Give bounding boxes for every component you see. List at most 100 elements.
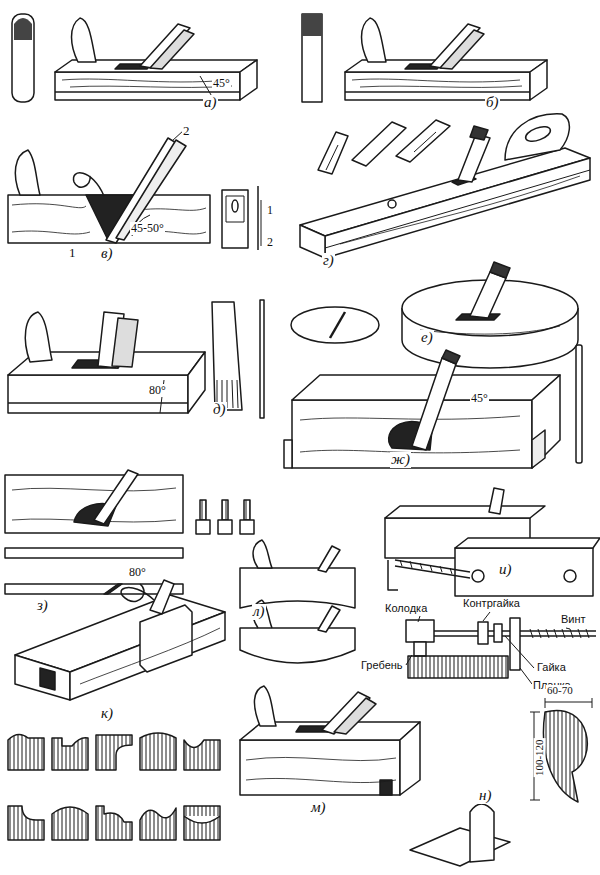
figure-letter: ж)	[390, 452, 411, 468]
plane-i-part	[564, 570, 576, 582]
part-n-part	[530, 698, 592, 800]
part-n	[410, 698, 592, 866]
rebate-plane-zh-part	[442, 350, 460, 364]
fence-detail	[406, 612, 596, 684]
round-plane-e-part	[330, 312, 345, 338]
figure-letter: а)	[203, 95, 218, 111]
plane-d-part	[260, 300, 264, 418]
dimension-label: 2	[266, 236, 274, 249]
profile-set-part	[8, 806, 44, 840]
plane-section-v-part	[232, 200, 238, 212]
plane-d-part	[212, 302, 242, 410]
plane-section-v-part	[15, 150, 40, 195]
plane-z-part	[5, 548, 183, 558]
plane-b-part	[440, 30, 484, 69]
fence-detail-part	[478, 622, 488, 644]
figure-letter: к)	[100, 706, 114, 722]
jointer-g	[300, 114, 590, 258]
plane-i-part	[385, 506, 545, 518]
moulding-plane-k-part	[121, 584, 154, 601]
profile-set-part	[184, 740, 220, 770]
plane-z-part	[5, 475, 183, 533]
part-name: Контргайка	[462, 598, 521, 610]
plane-i-part	[388, 560, 398, 590]
round-plane-e-part	[470, 272, 506, 318]
plane-l	[240, 540, 355, 663]
plane-m-part	[334, 698, 376, 734]
fence-detail-part	[530, 629, 589, 638]
round-plane-e-part	[490, 262, 510, 278]
plane-z-part-part	[244, 500, 250, 520]
dimension-label: 100-120	[534, 738, 546, 777]
round-plane-e	[291, 262, 578, 368]
part-name: Винт	[560, 614, 587, 626]
plane-b-part	[302, 14, 322, 102]
part-n-part	[470, 804, 494, 862]
dimension-label: 1	[266, 204, 274, 217]
plane-section-v-part	[74, 173, 104, 196]
profile-set-part	[96, 806, 132, 840]
part-n-part	[543, 710, 587, 802]
dimension-label: 60-70	[546, 685, 574, 697]
plane-z-part	[196, 500, 254, 534]
plane-z-part-part	[196, 520, 210, 534]
jointer-g-part	[325, 170, 590, 248]
plane-i	[385, 488, 600, 596]
dimension-label: 45-50°	[130, 222, 165, 235]
rebate-plane-zh-part	[532, 430, 545, 468]
profile-set-part	[52, 807, 88, 840]
plane-m-part	[400, 722, 420, 795]
round-plane-e-part	[420, 326, 560, 334]
profile-set-part	[96, 735, 132, 770]
jointer-g-part	[414, 132, 436, 152]
moulding-plane-k	[15, 580, 225, 700]
plane-i-part	[455, 538, 600, 548]
plane-section-v	[8, 130, 261, 250]
dimension-label: 1	[68, 246, 77, 260]
plane-i-part	[455, 548, 593, 596]
fence-detail-part	[406, 612, 570, 684]
part-n-part	[410, 828, 510, 866]
figure-letter: е)	[420, 330, 434, 346]
plane-a-part	[55, 18, 257, 100]
jointer-g-part	[325, 158, 590, 258]
fence-detail-part	[408, 656, 508, 678]
plane-a	[12, 14, 257, 102]
jointer-g-part	[470, 126, 488, 140]
plane-m-part	[240, 740, 400, 795]
plane-m-part	[380, 780, 392, 795]
plane-z-part	[94, 470, 138, 524]
profile-set-part	[184, 806, 220, 840]
plane-section-v-part	[257, 186, 259, 250]
part-name: Колодка	[384, 603, 428, 615]
rebate-plane-zh-part	[576, 345, 582, 463]
plane-section-v-part	[116, 140, 186, 240]
fence-detail-part	[414, 642, 426, 656]
rebate-plane-zh-part	[412, 358, 456, 450]
jointer-g-part	[318, 132, 348, 174]
part-name: Гребень	[360, 660, 404, 672]
plane-b	[302, 14, 547, 102]
plane-b-part	[345, 18, 547, 100]
rebate-plane-zh-part	[284, 440, 292, 468]
plane-d-part	[112, 318, 138, 367]
plane-m-part	[254, 686, 276, 726]
plane-section-v-part	[222, 190, 248, 248]
jointer-g-part	[340, 176, 580, 244]
rebate-plane-zh-part	[300, 416, 520, 453]
rebate-plane-zh	[284, 345, 582, 468]
round-plane-e-part	[291, 307, 379, 343]
plane-b-part	[302, 14, 322, 36]
profile-set-part	[140, 733, 176, 770]
part-name: Гайка	[536, 662, 567, 674]
plane-d	[8, 300, 264, 418]
plane-l-part	[318, 546, 340, 572]
plane-a-part	[150, 30, 194, 69]
plane-z-part-part	[200, 500, 206, 520]
plane-i-part	[472, 570, 484, 582]
figure-letter: б)	[485, 95, 500, 111]
moulding-plane-k-part	[150, 580, 174, 614]
plane-d-part	[8, 375, 188, 413]
plane-z-part	[104, 584, 122, 594]
